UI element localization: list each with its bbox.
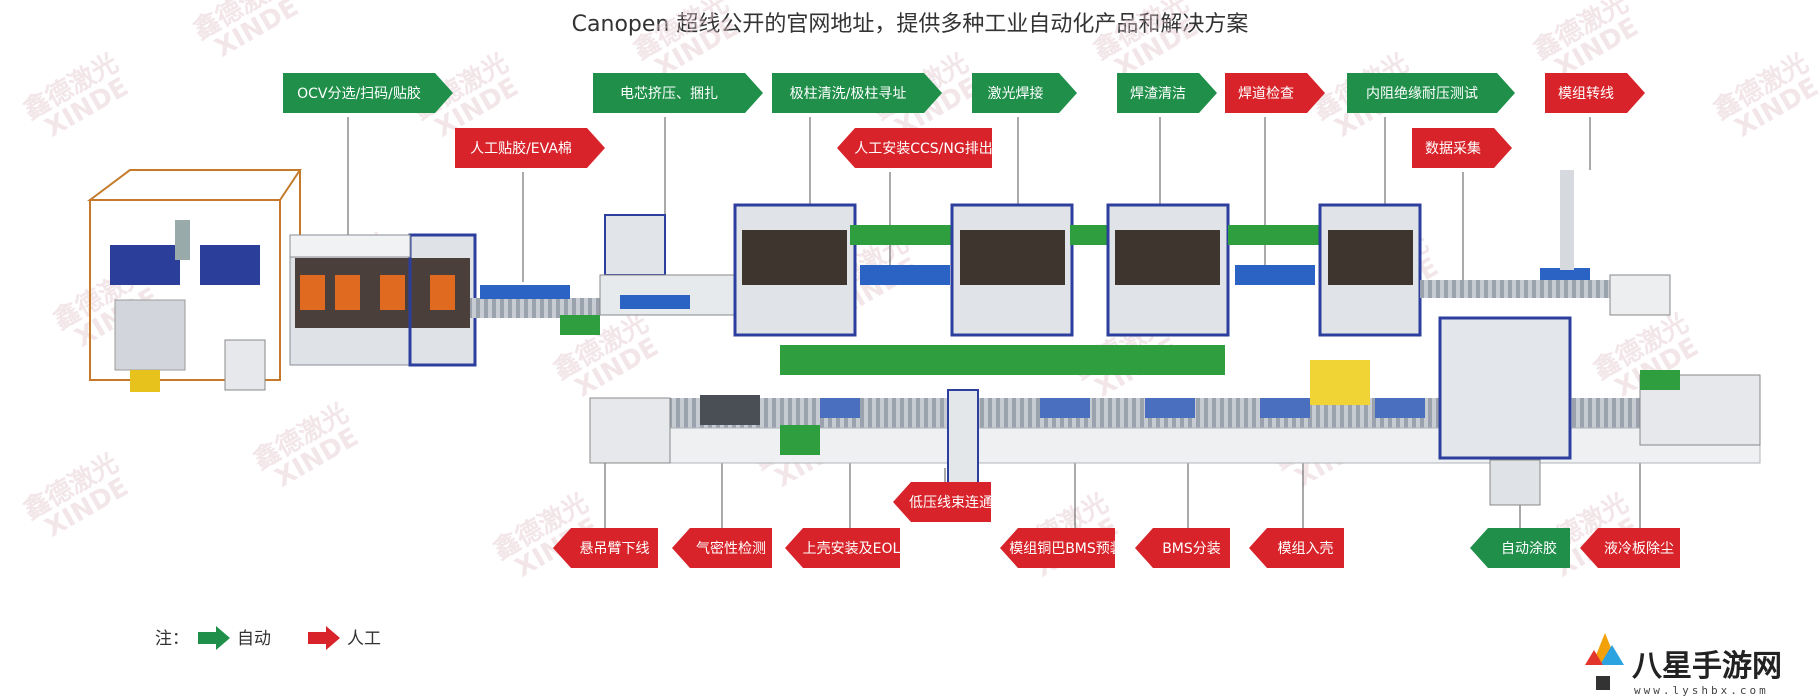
top-arrow-0: OCV分选/扫码/贴胶 (283, 73, 453, 113)
top-arrow-7: 焊道检查 (1225, 73, 1325, 113)
bottom-arrow-6: 模组入壳 (1249, 528, 1344, 568)
top-arrow-label: 电芯挤压、捆扎 (620, 86, 718, 102)
top-arrow-9: 数据采集 (1412, 128, 1512, 168)
cell-tray (480, 285, 570, 299)
bottom-arrow-label: 低压线束连通 (909, 495, 993, 511)
bottom-arrow-label: 模组入壳 (1278, 540, 1334, 557)
legend-auto-label: 自动 (237, 629, 271, 649)
legend-manual-arrow-icon (308, 626, 340, 650)
legend-manual-label: 人工 (347, 629, 381, 649)
top-arrow-3: 极柱清洗/极柱寻址 (772, 73, 942, 113)
bottom-arrow-3: 低压线束连通 (893, 482, 993, 522)
bottom-arrow-label: 气密性检测 (696, 540, 766, 557)
transfer-robot (1560, 170, 1574, 270)
top-arrow-1: 人工贴胶/EVA棉 (455, 128, 605, 168)
ocv-machine (290, 235, 475, 365)
gluing-machine (1440, 318, 1570, 458)
bottom-arrow-4: 模组铜巴BMS预装 (1000, 528, 1124, 568)
bottom-arrow-label: 悬吊臂下线 (580, 541, 650, 557)
bottom-arrow-0: 悬吊臂下线 (553, 528, 658, 568)
top-arrow-label: OCV分选/扫码/贴胶 (297, 85, 421, 102)
bottom-arrow-label: 上壳安装及EOL (803, 540, 901, 557)
bottom-arrow-label: 液冷板除尘 (1604, 541, 1674, 557)
bottom-arrow-5: BMS分装 (1135, 528, 1230, 568)
brand-url: www.lyshbx.com (1634, 684, 1769, 697)
robot-cell (90, 170, 300, 392)
test-cabinet (948, 390, 978, 495)
top-arrow-label: 人工安装CCS/NG排出 (854, 141, 992, 157)
laser-cells (735, 205, 1420, 335)
bottom-arrow-label: 自动涂胶 (1501, 540, 1557, 557)
brand-name: 八星手游网 (1632, 649, 1782, 684)
top-arrow-label: 极柱清洗/极柱寻址 (790, 86, 907, 102)
top-arrow-10: 模组转线 (1545, 73, 1645, 113)
bottom-arrow-7: 自动涂胶 (1470, 528, 1570, 568)
legend: 注： 自动 人工 (155, 626, 381, 650)
top-arrow-6: 焊渣清洁 (1117, 73, 1217, 113)
bottom-arrow-2: 上壳安装及EOL (785, 528, 901, 568)
top-arrow-2: 电芯挤压、捆扎 (593, 73, 763, 113)
top-arrow-label: 人工贴胶/EVA棉 (470, 140, 572, 157)
top-arrow-label: 模组转线 (1558, 86, 1614, 102)
top-arrow-label: 数据采集 (1425, 140, 1481, 157)
top-arrow-label: 焊渣清洁 (1130, 86, 1186, 102)
bottom-arrow-label: 模组铜巴BMS预装 (1009, 541, 1124, 557)
brand-logo: 八星手游网 www.lyshbx.com (1585, 633, 1782, 697)
bottom-arrow-1: 气密性检测 (672, 528, 772, 568)
top-arrow-4: 人工安装CCS/NG排出 (837, 128, 993, 168)
top-arrow-5: 激光焊接 (972, 73, 1077, 113)
bottom-arrow-8: 液冷板除尘 (1580, 528, 1680, 568)
top-arrow-8: 内阻绝缘耐压测试 (1347, 73, 1515, 113)
legend-prefix: 注： (155, 629, 189, 649)
legend-auto-arrow-icon (198, 626, 230, 650)
top-arrow-label: 激光焊接 (988, 85, 1044, 102)
top-arrow-label: 焊道检查 (1238, 86, 1294, 102)
bottom-arrow-label: BMS分装 (1162, 541, 1221, 557)
top-arrow-label: 内阻绝缘耐压测试 (1366, 86, 1478, 102)
